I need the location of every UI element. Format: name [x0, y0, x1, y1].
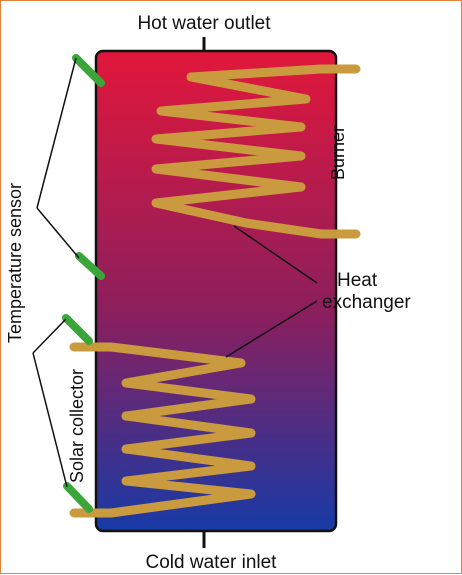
- cold-water-inlet-label: Cold water inlet: [146, 552, 278, 573]
- temperature-sensor-upper: [72, 54, 105, 87]
- heat-exchanger-label-line1: Heat: [337, 270, 378, 291]
- heat-exchanger-pointers: [225, 225, 318, 358]
- solar-collector-label: Solar collector: [67, 369, 87, 483]
- solar-heat-exchanger-coil: [69, 342, 256, 518]
- temperature-sensor-bracket: [36, 57, 80, 259]
- burner-heat-exchanger-coil: [151, 64, 361, 239]
- solar-collector-bracket: [32, 318, 68, 488]
- hot-water-outlet-label: Hot water outlet: [137, 13, 271, 34]
- heat-exchanger-label-line2: exchanger: [322, 292, 411, 313]
- temperature-sensor-lower: [75, 252, 105, 280]
- temperature-sensor-label: Temperature sensor: [5, 183, 25, 343]
- solar-sensor-upper: [62, 314, 93, 345]
- solar-sensor-lower: [63, 482, 93, 513]
- burner-label: Burner: [328, 126, 348, 180]
